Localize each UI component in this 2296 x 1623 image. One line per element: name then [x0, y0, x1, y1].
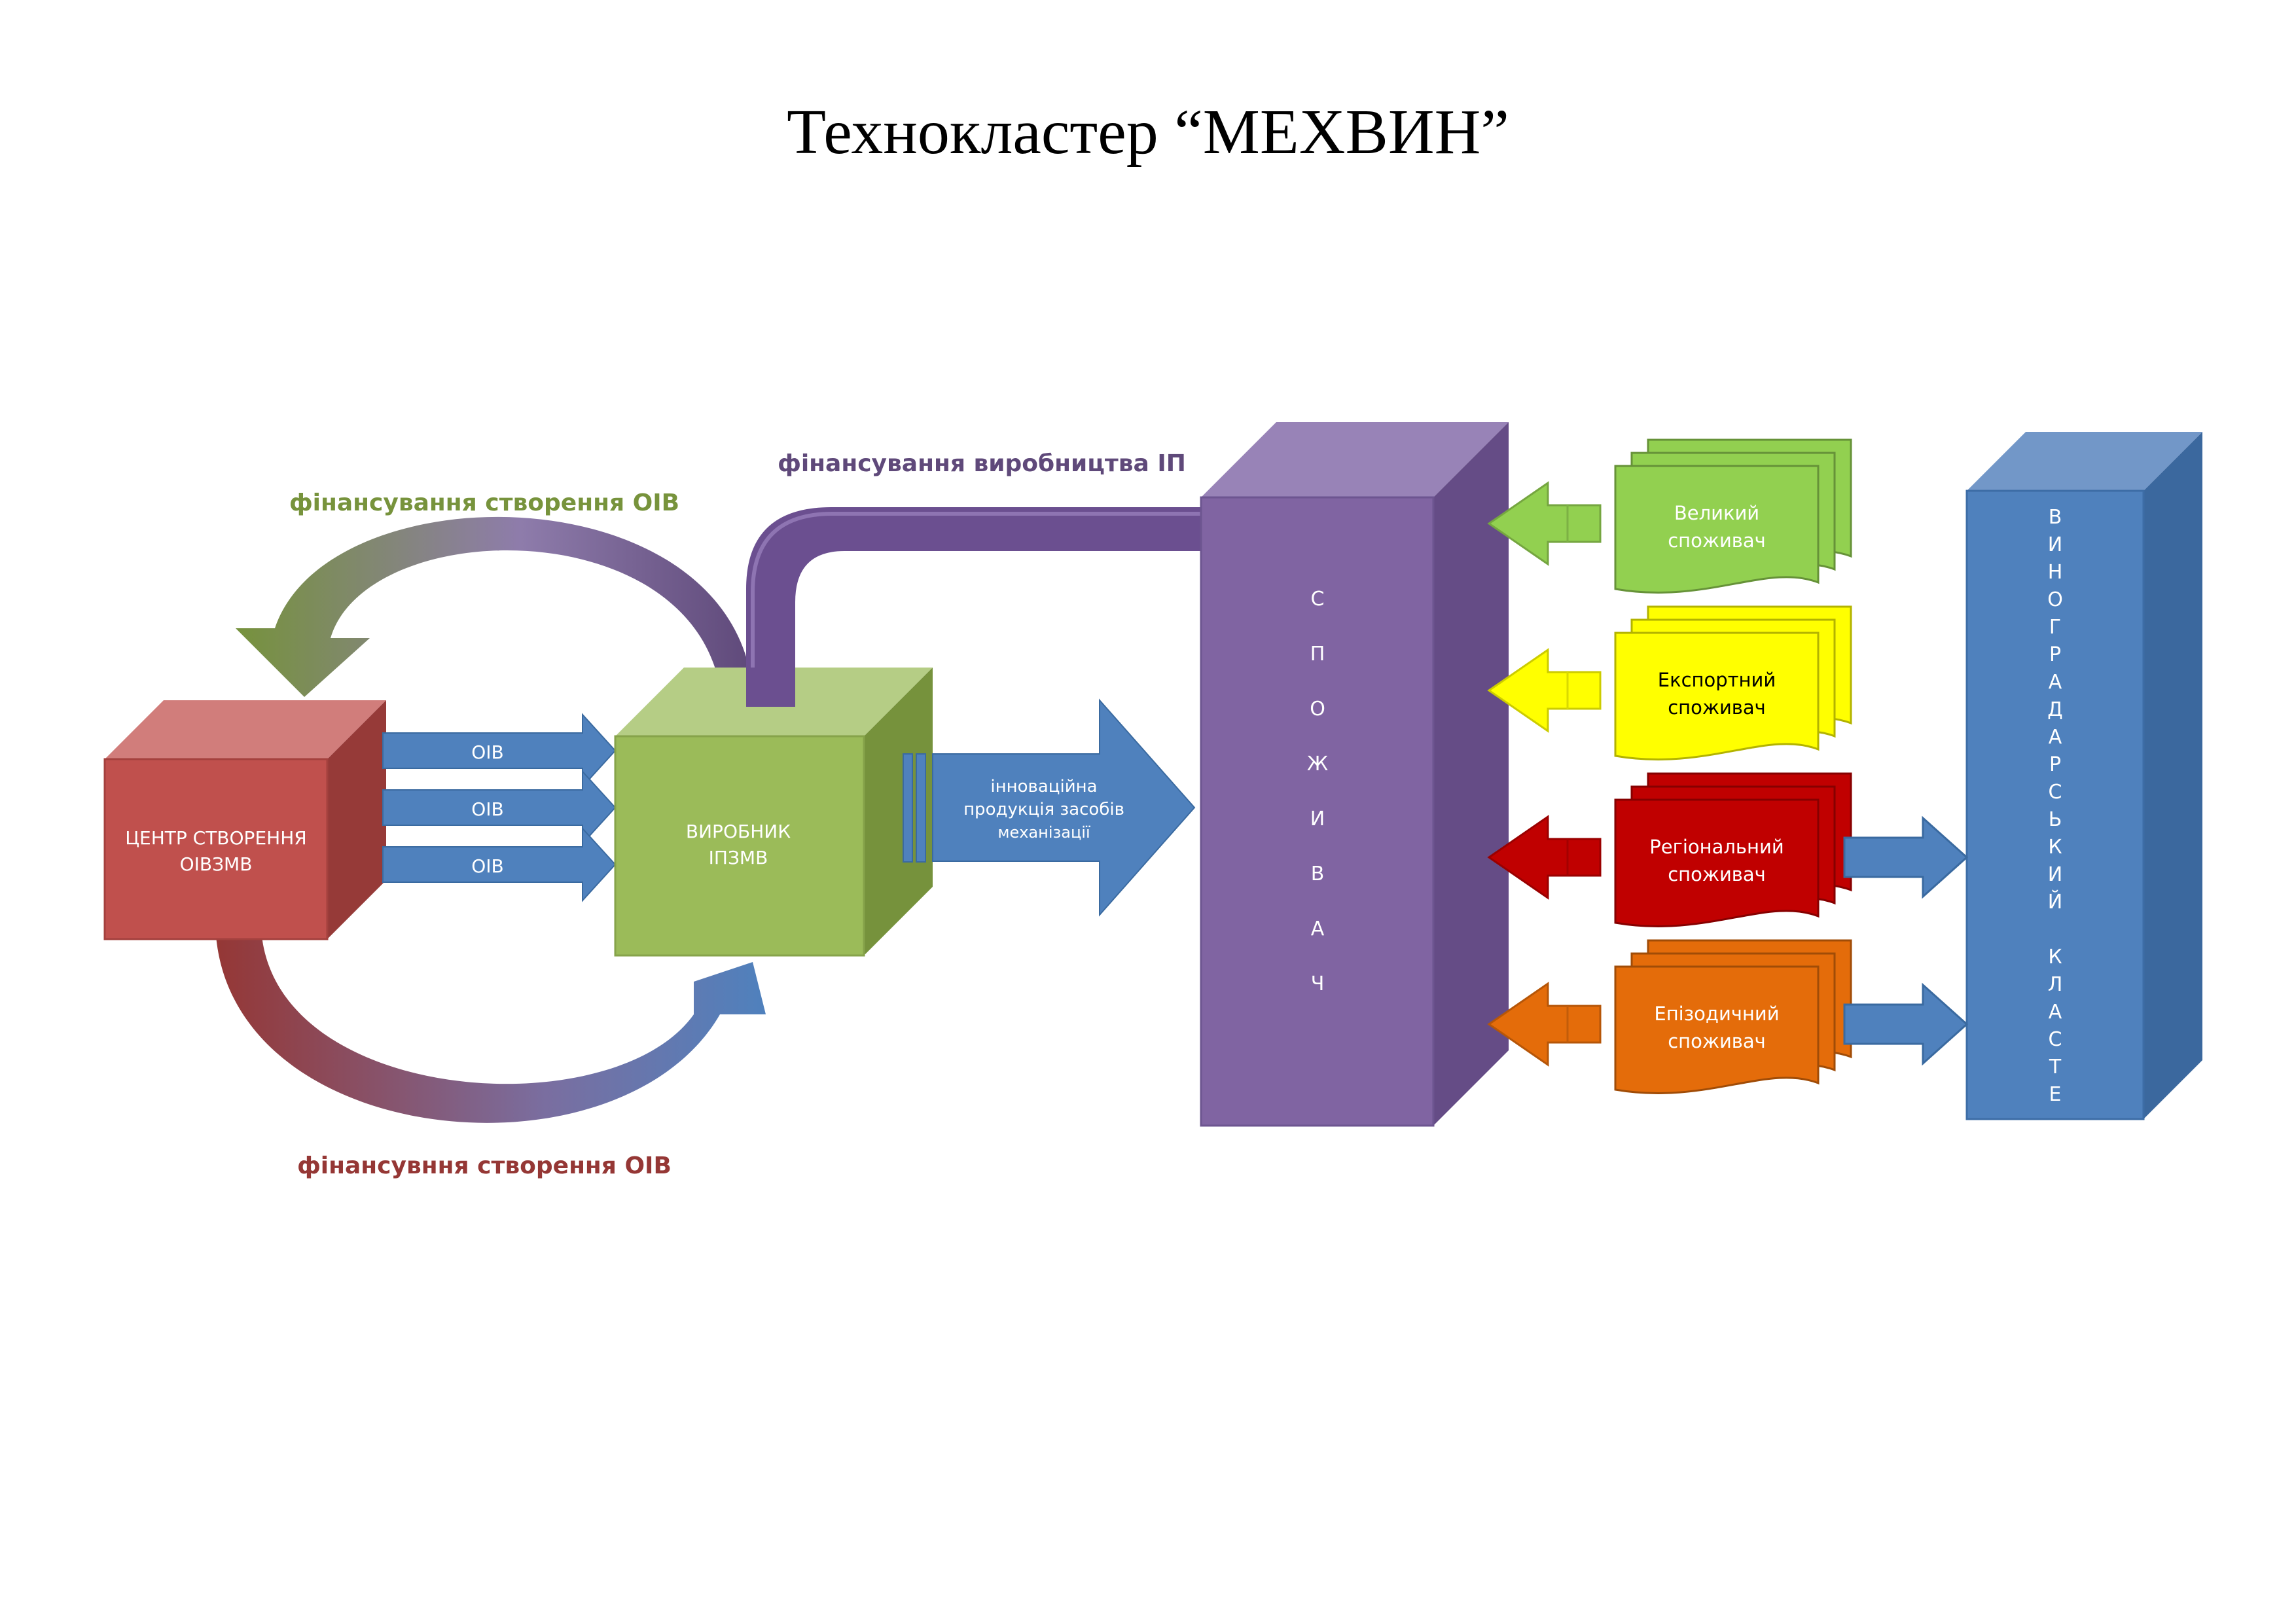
consumer-card [1614, 632, 1820, 761]
center-cube [103, 700, 386, 940]
cluster-column [1965, 432, 2202, 1120]
consumer-column [1200, 422, 1509, 1127]
financing-arc-bottom [216, 936, 766, 1123]
innovative-product-label-2: продукція засобів [963, 800, 1124, 819]
consumer-letter: С [1311, 588, 1325, 611]
cluster-letter: Г [2049, 616, 2061, 639]
consumer-inbound-arrow [1487, 648, 1602, 733]
cluster-letter: Е [2049, 1083, 2062, 1106]
cluster-letter: Й [2048, 890, 2062, 914]
innovative-product-label-1: інноваційна [990, 777, 1097, 796]
financing-arc-top [236, 516, 753, 697]
consumer-inbound-arrow [1487, 815, 1602, 900]
consumer-letter: И [1310, 808, 1325, 830]
cluster-letter: К [2048, 836, 2062, 859]
consumer-letter: П [1310, 643, 1325, 666]
oiv-arrow-2 [382, 770, 617, 846]
cluster-letter: С [2049, 781, 2062, 804]
center-title: ЦЕНТР СТВОРЕННЯ [125, 827, 306, 849]
consumer-letter: Ч [1311, 972, 1325, 995]
diagram-title: Технокластер “МЕХВИН” [787, 97, 1509, 168]
consumer-type: споживач [1668, 1030, 1766, 1052]
consumer-row: Великий споживач [1487, 438, 1852, 594]
consumer-inbound-arrow [1487, 481, 1602, 566]
consumer-letter: О [1310, 698, 1325, 721]
consumer-letter: А [1311, 918, 1325, 940]
consumer-name: Епізодичний [1654, 1003, 1779, 1025]
cluster-letter: О [2047, 588, 2063, 611]
financing-creation-label-top: фінансування створення ОІВ [289, 490, 679, 516]
innovative-product-arrow [903, 698, 1196, 917]
consumer-type: споживач [1668, 529, 1766, 552]
consumer-type: споживач [1668, 863, 1766, 885]
cluster-letter: Т [2049, 1056, 2062, 1079]
consumer-letter: В [1311, 863, 1325, 885]
oiv-arrow-1 [382, 713, 617, 789]
consumer-card [1614, 798, 1820, 928]
cluster-letter: Р [2049, 753, 2061, 776]
cluster-letter: И [2048, 533, 2062, 556]
cluster-letter: С [2049, 1028, 2062, 1051]
producer-cube [614, 668, 933, 957]
consumer-row: Епізодичний споживач [1487, 939, 1969, 1095]
consumer-name: Великий [1674, 502, 1759, 524]
cluster-letter: И [2048, 863, 2062, 886]
consumer-name: Експортний [1658, 669, 1776, 691]
consumer-letter: Ж [1307, 753, 1328, 776]
consumer-type: споживач [1668, 696, 1766, 719]
cluster-letter: А [2049, 1001, 2062, 1024]
oiv-label-1: ОІВ [471, 741, 504, 763]
cluster-outbound-arrow [1843, 982, 1969, 1066]
consumer-inbound-arrow [1487, 982, 1602, 1067]
innovative-product-label-3: механізації [997, 823, 1090, 842]
oiv-label-2: ОІВ [471, 798, 504, 820]
financing-production-label: фінансування виробництва ІП [778, 450, 1186, 477]
cluster-letter: Д [2047, 698, 2062, 721]
consumer-letters: С П О Ж И В А Ч [1307, 588, 1328, 995]
producer-subtitle: ІПЗМВ [709, 847, 768, 868]
consumer-card [1614, 465, 1820, 594]
cluster-letter: К [2048, 946, 2062, 969]
cluster-letter: Ь [2049, 808, 2062, 831]
consumer-types: ВеликийспоживачЕкспортнийспоживачРегіона… [1487, 438, 1969, 1095]
cluster-letter: Р [2049, 643, 2061, 666]
cluster-letter: Н [2048, 561, 2063, 584]
producer-title: ВИРОБНИК [686, 821, 791, 842]
cluster-outbound-arrow [1843, 815, 1969, 899]
financing-creation-label-bottom: фінансувння створення ОІВ [297, 1152, 672, 1179]
cluster-letter: А [2049, 726, 2062, 749]
consumer-card [1614, 965, 1820, 1095]
center-subtitle: ОІВЗМВ [180, 853, 253, 875]
oiv-label-3: ОІВ [471, 855, 504, 877]
oiv-arrow-3 [382, 827, 617, 902]
consumer-row: Експортний споживач [1487, 605, 1852, 761]
cluster-letter: А [2049, 671, 2062, 694]
cluster-letter: В [2049, 506, 2062, 529]
consumer-row: Регіональний споживач [1487, 772, 1969, 928]
cluster-letter: Л [2048, 973, 2063, 996]
consumer-name: Регіональний [1649, 836, 1784, 858]
